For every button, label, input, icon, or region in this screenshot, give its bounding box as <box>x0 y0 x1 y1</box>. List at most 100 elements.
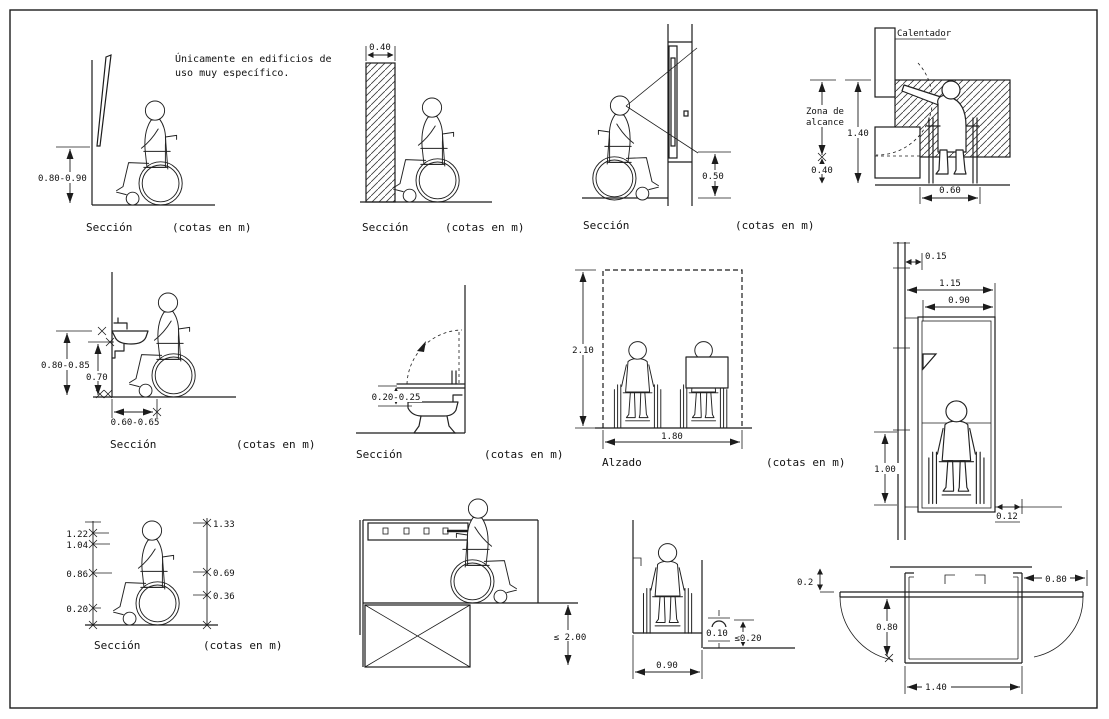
dimension-gap: 0.12 <box>995 499 1062 523</box>
dim-label: 1.33 <box>213 520 235 530</box>
wheelchair-user-icon <box>129 292 196 398</box>
dim-label: 0.15 <box>925 252 947 262</box>
units-note: (cotas en m) <box>445 221 524 234</box>
wheelchair-user-icon <box>613 341 662 429</box>
window-frame <box>667 24 693 206</box>
arc-arrow <box>417 341 426 352</box>
wheelchair-user-icon <box>116 100 183 206</box>
panel-mirror-section: 0.80-0.90 Sección (cotas en m) Únicament… <box>37 52 332 234</box>
dim-label: ≤0.20 <box>734 634 761 644</box>
hatched-wall <box>365 62 396 203</box>
units-note: (cotas en m) <box>203 639 282 652</box>
dimension-low-reach: 0.40 <box>809 158 836 184</box>
dim-label: 0.10 <box>706 629 728 639</box>
panel-platform-lift: ≤ 2.00 <box>359 498 590 668</box>
view-title: Sección <box>86 221 132 234</box>
dimension-gate-right: 0.80 <box>1024 570 1088 586</box>
dimension-gate-side: 0.80 <box>873 599 901 663</box>
door-swing-mark <box>922 353 938 371</box>
dimension-platform-width: 0.90 <box>632 635 703 679</box>
lid-swing-arc <box>406 329 463 385</box>
dim-label: 0.60-0.65 <box>111 418 160 428</box>
gate-swing-arc <box>1033 596 1084 658</box>
toilet <box>396 370 466 434</box>
dim-label: 0.50 <box>702 172 724 182</box>
dimension-chain-left: 1.22 1.04 0.86 0.20 <box>66 521 112 630</box>
wall-hook <box>633 557 642 566</box>
units-note: (cotas en m) <box>172 221 251 234</box>
dim-label: 0.90 <box>656 661 678 671</box>
lift-car <box>905 316 996 513</box>
wheelchair-user-icon <box>113 520 180 626</box>
dim-label: 0.80 <box>876 623 898 633</box>
view-title: Sección <box>94 639 140 652</box>
units-note: (cotas en m) <box>484 448 563 461</box>
dim-label: 0.90 <box>948 296 970 306</box>
view-title: Sección <box>356 448 402 461</box>
dim-label: 1.15 <box>939 279 961 289</box>
dimension-wall-thickness: 0.15 <box>905 252 947 270</box>
dim-label: 0.70 <box>86 373 108 383</box>
sight-lines <box>625 47 699 154</box>
view-title: Sección <box>362 221 408 234</box>
dim-label: 2.10 <box>572 346 594 356</box>
view-title: Sección <box>110 438 156 451</box>
dimension-platform-length: 1.40 <box>904 666 1023 694</box>
dimension-envelope-height: 2.10 <box>569 269 597 429</box>
dimension-mirror-height: 0.80-0.90 <box>37 146 90 203</box>
dimension-basin-top: 0.80-0.85 <box>40 326 107 395</box>
dim-label: 0.2 <box>797 578 813 588</box>
swing-gates <box>839 591 1084 661</box>
dimension-roller: 0.10 <box>704 610 731 648</box>
dim-label: 0.36 <box>213 592 235 602</box>
tilted-mirror <box>96 54 112 147</box>
dim-label: 0.69 <box>213 569 235 579</box>
dimension-sill-height: 0.50 <box>698 151 731 199</box>
units-note: (cotas en m) <box>735 219 814 232</box>
heater-label: Calentador <box>897 29 952 39</box>
dimension-depth: 1.00 <box>871 431 899 506</box>
view-title: Sección <box>583 219 629 232</box>
dim-label: 1.04 <box>66 541 88 551</box>
note-line2: uso muy específico. <box>175 67 289 79</box>
gate-swing-arc <box>839 596 894 661</box>
panel-reach-zone: Calentador Zona de alcance 0.40 <box>804 27 1011 204</box>
wheelchair-user-icon <box>450 498 517 604</box>
dimension-wall-width: 0.40 <box>365 43 396 61</box>
dim-label: 0.40 <box>811 166 833 176</box>
wheelchair-user-icon <box>642 543 693 634</box>
dimension-envelope-width: 1.80 <box>602 430 743 449</box>
units-note: (cotas en m) <box>766 456 845 469</box>
panel-washbasin-section: 0.80-0.85 0.70 0.60-0.65 Sección (cotas … <box>40 272 315 451</box>
dim-label: 1.22 <box>66 530 88 540</box>
wheelchair-user-icon <box>393 97 460 203</box>
wheelchair-user-icon <box>928 400 985 505</box>
reach-label-1: Zona de <box>806 107 844 117</box>
dimension-knee-clearance: 0.70 <box>85 337 115 395</box>
panel-lift-section: 0.15 1.15 0.90 1.00 0.12 <box>871 242 1062 540</box>
dimension-wall-offset: 0.2 <box>797 568 834 593</box>
heater-box <box>874 27 896 98</box>
reaching-wheelchair-user-icon <box>901 80 980 184</box>
dimension-seat-height: 0.20-0.25 <box>371 385 422 407</box>
platform-outline <box>904 572 1023 664</box>
dim-label: 0.20 <box>66 605 88 615</box>
clearance-envelope <box>602 269 743 428</box>
dim-label: 1.40 <box>847 129 869 139</box>
dim-label: 0.80-0.90 <box>38 174 87 184</box>
view-title: Alzado <box>602 456 642 469</box>
dim-label: 0.40 <box>369 43 391 53</box>
entry-handles <box>944 574 986 584</box>
dim-label: 0.60 <box>939 186 961 196</box>
dim-label: 1.80 <box>661 432 683 442</box>
lift-box <box>364 604 471 668</box>
dimension-outer-width: 1.15 <box>907 277 996 321</box>
washbasin <box>111 317 149 359</box>
cabinet <box>874 126 921 179</box>
note-line1: Únicamente en edificios de <box>175 52 332 65</box>
dimension-chain-right: 1.33 0.69 0.36 <box>193 518 235 630</box>
dim-label: 0.86 <box>66 570 88 580</box>
panel-wall-section: 0.40 Sección (cotas en m) <box>360 43 524 234</box>
